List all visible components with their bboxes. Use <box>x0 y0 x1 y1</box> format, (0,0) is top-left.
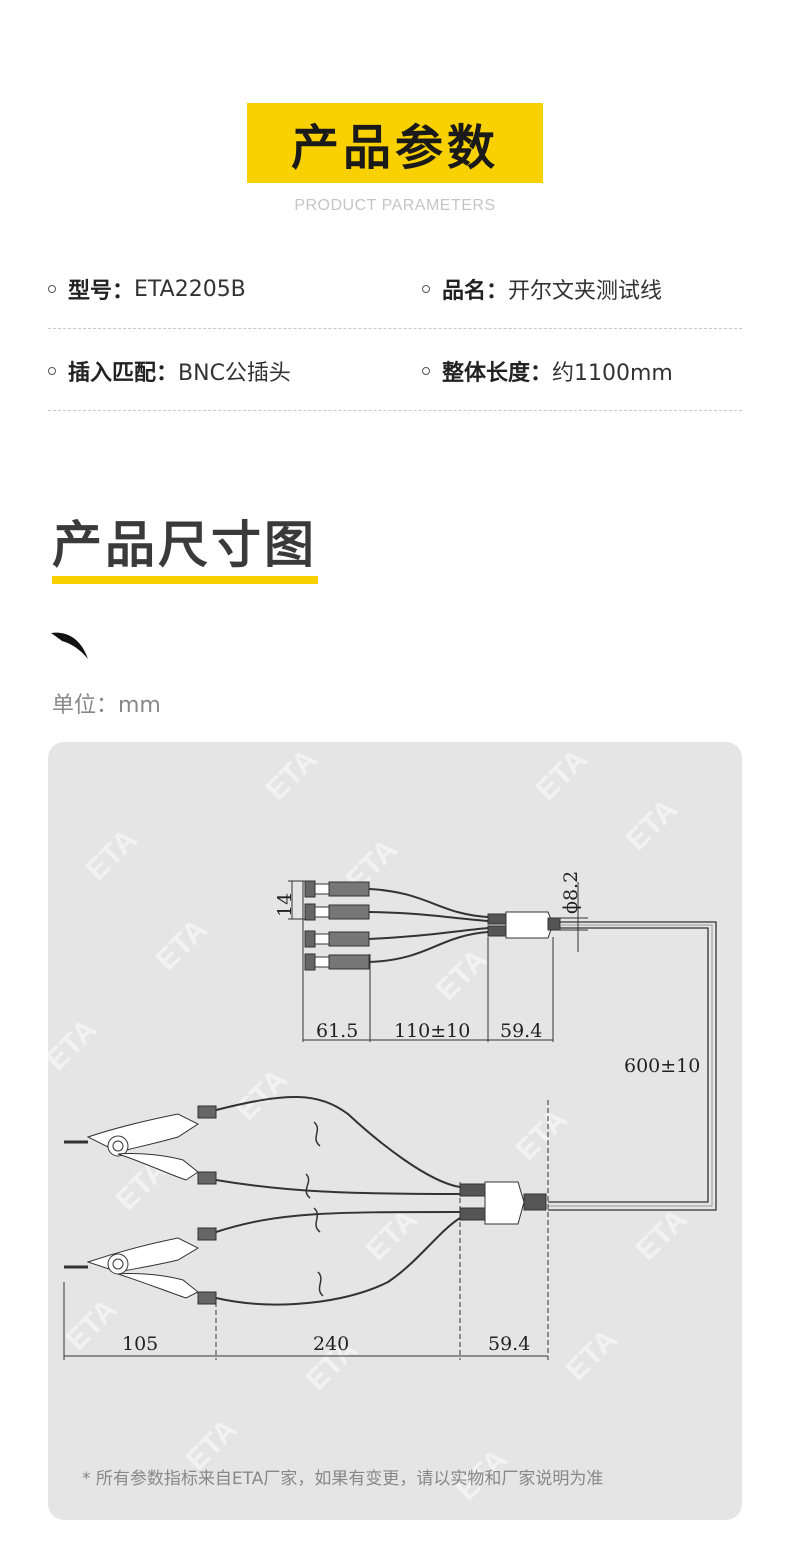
bottom-dimension-lines <box>63 1100 549 1360</box>
param-value: 开尔文夹测试线 <box>508 279 663 304</box>
param-label: 型号： <box>68 279 135 304</box>
svg-text:ETA: ETA <box>48 1013 104 1077</box>
param-label: 插入匹配： <box>68 361 179 386</box>
param-model: 型号： ETA2205B <box>48 273 246 305</box>
dim-top-mid: 110±10 <box>394 1020 470 1042</box>
bullet-icon <box>48 285 56 293</box>
divider <box>48 328 742 329</box>
param-label: 整体长度： <box>442 361 553 386</box>
svg-text:ETA: ETA <box>510 1103 574 1167</box>
dim-top-height: 14 <box>274 893 296 917</box>
divider <box>48 410 742 411</box>
svg-text:ETA: ETA <box>150 913 214 977</box>
dim-bottom-mid: 240 <box>313 1333 349 1355</box>
disclaimer-note: * 所有参数指标来自ETA厂家，如果有变更，请以实物和厂家说明为准 <box>82 1469 604 1489</box>
bullet-icon <box>48 367 56 375</box>
param-connector: 插入匹配： BNC公插头 <box>48 355 291 387</box>
bullet-icon <box>422 367 430 375</box>
section-underline <box>52 576 318 584</box>
page-title: 产品参数 <box>290 120 499 176</box>
swoosh-icon <box>51 632 88 659</box>
dim-top-left: 61.5 <box>316 1020 358 1042</box>
svg-text:ETA: ETA <box>530 743 594 807</box>
svg-text:ETA: ETA <box>630 1203 694 1267</box>
dim-bottom-left: 105 <box>122 1333 158 1355</box>
param-label: 品名： <box>442 279 509 304</box>
unit-label: 单位：mm <box>52 693 161 718</box>
top-dimension-lines <box>288 880 709 1202</box>
svg-text:ETA: ETA <box>260 743 324 807</box>
svg-text:ETA: ETA <box>560 1323 624 1387</box>
svg-text:ETA: ETA <box>620 793 684 857</box>
dim-diameter: ϕ8.2 <box>560 871 582 914</box>
param-length: 整体长度： 约1100mm <box>422 355 673 387</box>
param-value: ETA2205B <box>134 276 246 302</box>
param-value: 约1100mm <box>552 361 673 386</box>
dim-top-right: 59.4 <box>500 1020 542 1042</box>
bullet-icon <box>422 285 430 293</box>
param-value: BNC公插头 <box>178 361 291 386</box>
dim-cable-length: 600±10 <box>624 1055 700 1077</box>
dimension-drawing-panel: ETA ETA ETA ETA ETA ETA ETA ETA ETA ETA … <box>48 742 742 1520</box>
bnc-connectors <box>304 880 717 1211</box>
title-banner: 产品参数 <box>247 103 543 183</box>
dim-bottom-right: 59.4 <box>488 1333 530 1355</box>
param-product-name: 品名： 开尔文夹测试线 <box>422 273 662 305</box>
svg-text:ETA: ETA <box>230 1063 294 1127</box>
svg-text:ETA: ETA <box>430 943 494 1007</box>
section-title: 产品尺寸图 <box>52 516 317 574</box>
svg-text:ETA: ETA <box>60 1293 124 1357</box>
dimension-drawing: ETA ETA ETA ETA ETA ETA ETA ETA ETA ETA … <box>48 743 717 1507</box>
page-subtitle: PRODUCT PARAMETERS <box>294 197 496 214</box>
kelvin-clips <box>64 1096 547 1306</box>
svg-text:ETA: ETA <box>80 823 144 887</box>
